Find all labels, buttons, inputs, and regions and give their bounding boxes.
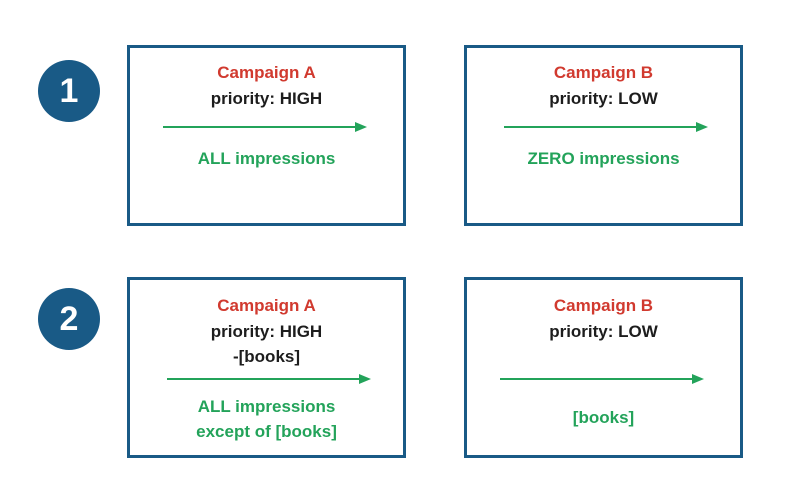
step-1-campaign-a-box: Campaign A priority: HIGH ALL impression… — [127, 45, 406, 226]
campaign-exclusion: -[books] — [232, 347, 301, 366]
campaign-priority: priority: LOW — [549, 89, 658, 108]
arrow-right-icon — [163, 121, 367, 133]
campaign-result: [books] — [572, 408, 635, 427]
step-2-badge: 2 — [38, 288, 100, 350]
campaign-title: Campaign A — [217, 296, 316, 315]
campaign-priority: priority: HIGH — [210, 322, 323, 341]
campaign-result: ZERO impressions — [527, 149, 680, 168]
campaign-result: ALL impressions — [197, 149, 336, 168]
step-1-badge: 1 — [38, 60, 100, 122]
campaign-title: Campaign B — [553, 63, 654, 82]
step-1-campaign-b-box: Campaign B priority: LOW ZERO impression… — [464, 45, 743, 226]
campaign-result: ALL impressions — [197, 397, 336, 416]
campaign-title: Campaign A — [217, 63, 316, 82]
arrow-right-icon — [504, 121, 708, 133]
arrow-right-icon — [500, 373, 704, 385]
step-2-campaign-a-box: Campaign A priority: HIGH -[books] ALL i… — [127, 277, 406, 458]
campaign-priority: priority: LOW — [549, 322, 658, 341]
campaign-priority: priority: HIGH — [210, 89, 323, 108]
arrow-right-icon — [167, 373, 371, 385]
step-2-campaign-b-box: Campaign B priority: LOW [books] — [464, 277, 743, 458]
campaign-title: Campaign B — [553, 296, 654, 315]
campaign-result-detail: except of [books] — [196, 422, 337, 441]
